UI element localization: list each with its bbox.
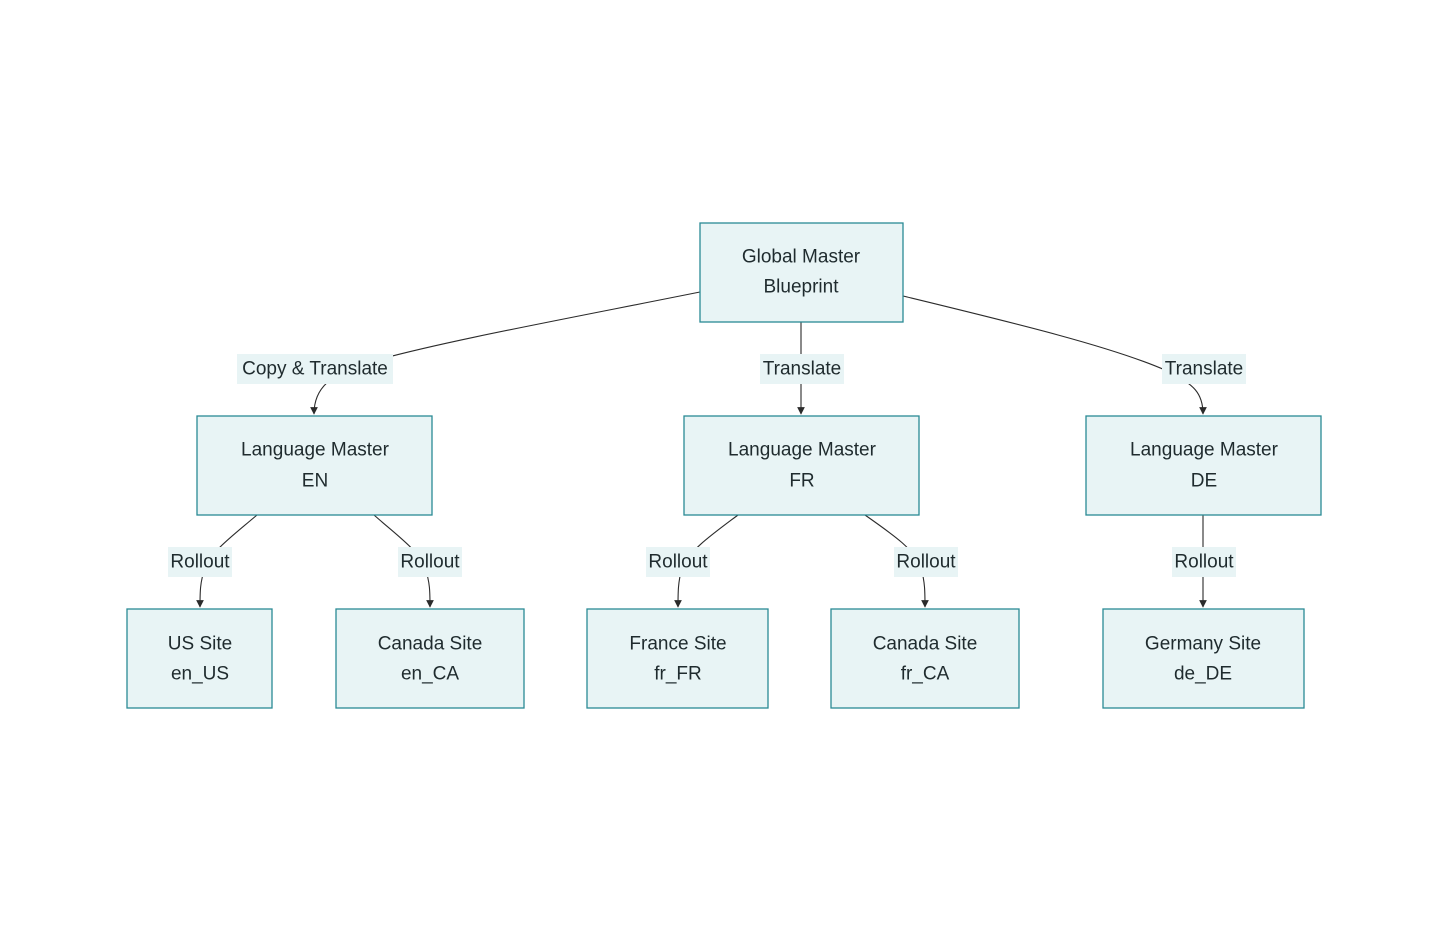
svg-text:Rollout: Rollout [1174, 552, 1234, 573]
svg-text:Rollout: Rollout [896, 552, 956, 573]
svg-text:US Site: US Site [168, 634, 232, 655]
svg-text:Language Master: Language Master [728, 440, 877, 461]
svg-text:Rollout: Rollout [648, 552, 708, 573]
svg-text:en_CA: en_CA [401, 664, 459, 685]
svg-text:Germany Site: Germany Site [1145, 634, 1261, 655]
svg-text:Rollout: Rollout [400, 552, 460, 573]
svg-text:Canada Site: Canada Site [378, 634, 483, 655]
svg-text:de_DE: de_DE [1174, 664, 1232, 685]
edge-label-rollout-ca-en: Rollout [398, 547, 462, 577]
node-language-master-de[interactable]: Language Master DE [1085, 415, 1322, 516]
svg-text:DE: DE [1191, 471, 1217, 492]
svg-text:EN: EN [302, 471, 328, 492]
edge-label-copy-translate: Copy & Translate [237, 354, 393, 384]
edge-label-translate-de: Translate [1162, 354, 1246, 384]
nodes: Global Master Blueprint Language Master … [126, 222, 1322, 709]
edge-label-rollout-us: Rollout [168, 547, 232, 577]
svg-text:fr_FR: fr_FR [654, 664, 702, 685]
node-us-site[interactable]: US Site en_US [126, 608, 273, 709]
svg-text:en_US: en_US [171, 664, 229, 685]
node-language-master-fr[interactable]: Language Master FR [683, 415, 920, 516]
svg-text:Canada Site: Canada Site [873, 634, 978, 655]
edge-labels: Copy & Translate Translate Translate Rol… [168, 354, 1246, 577]
edge-label-rollout-fr: Rollout [646, 547, 710, 577]
svg-text:France Site: France Site [629, 634, 726, 655]
edge-label-translate-fr: Translate [760, 354, 844, 384]
edge-label-rollout-de: Rollout [1172, 547, 1236, 577]
svg-text:Blueprint: Blueprint [764, 277, 840, 298]
svg-text:Rollout: Rollout [170, 552, 230, 573]
svg-text:fr_CA: fr_CA [901, 664, 950, 685]
svg-text:Translate: Translate [1165, 359, 1244, 380]
node-language-master-en[interactable]: Language Master EN [196, 415, 433, 516]
node-france-site[interactable]: France Site fr_FR [586, 608, 769, 709]
edge-label-rollout-ca-fr: Rollout [894, 547, 958, 577]
node-canada-site-en[interactable]: Canada Site en_CA [335, 608, 525, 709]
node-germany-site[interactable]: Germany Site de_DE [1102, 608, 1305, 709]
svg-text:FR: FR [789, 471, 814, 492]
svg-text:Translate: Translate [763, 359, 842, 380]
svg-text:Language Master: Language Master [241, 440, 390, 461]
edge-global-to-de [902, 295, 1207, 415]
node-global-master[interactable]: Global Master Blueprint [699, 222, 904, 323]
node-canada-site-fr[interactable]: Canada Site fr_CA [830, 608, 1020, 709]
svg-text:Copy & Translate: Copy & Translate [242, 359, 388, 380]
edge-global-to-en [310, 291, 701, 415]
svg-text:Language Master: Language Master [1130, 440, 1279, 461]
svg-text:Global Master: Global Master [742, 247, 861, 268]
